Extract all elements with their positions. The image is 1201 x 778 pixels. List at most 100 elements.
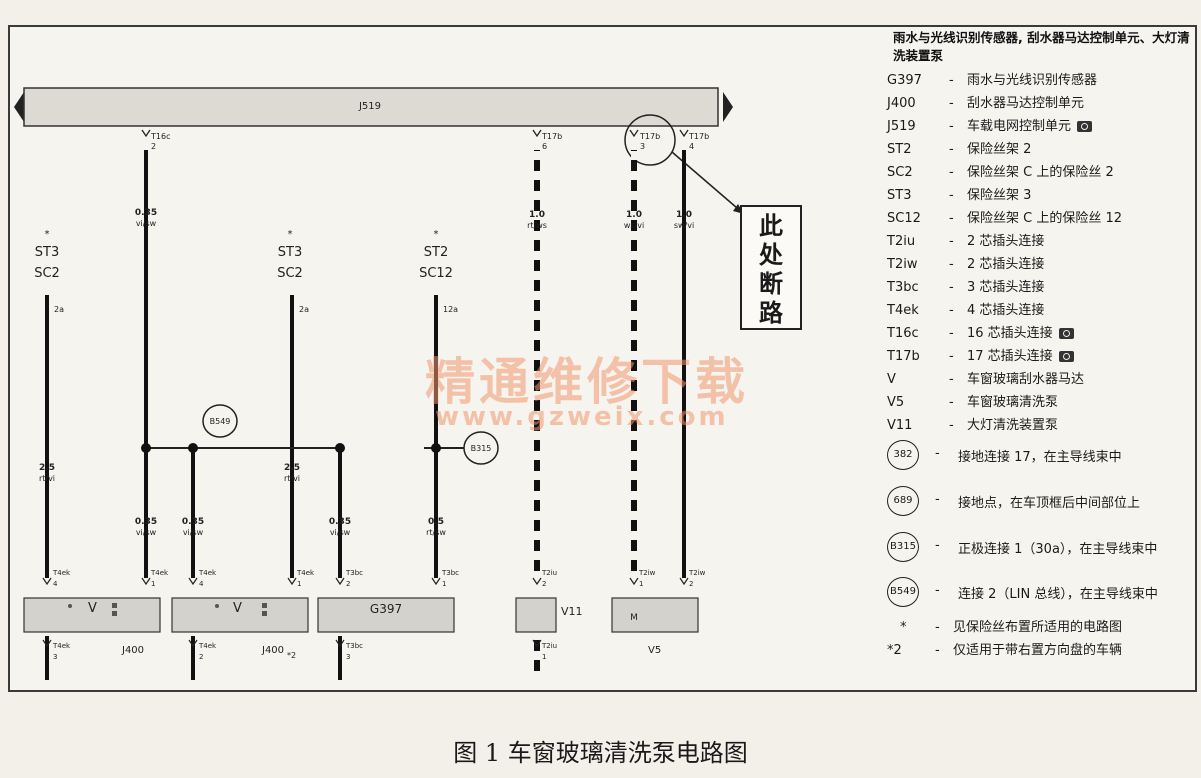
legend-item: J400-刮水器马达控制单元 <box>887 96 1085 111</box>
legend-text: 4 芯插头连接 <box>967 303 1045 318</box>
pin-number: 3 <box>346 653 350 661</box>
top-pin: T17b 4 <box>679 129 709 151</box>
top-pin-number: 6 <box>542 142 547 151</box>
legend-node-text: 接地点，在车顶框后中间部位上 <box>958 496 1141 511</box>
motor-label: V <box>233 601 242 616</box>
wire-size: 2.5 <box>39 463 55 473</box>
pin-conn: T4ek <box>150 569 169 577</box>
legend-text: 2 芯插头连接 <box>967 257 1045 272</box>
legend-item: G397-雨水与光线识别传感器 <box>887 73 1098 88</box>
fuse-holder: ST3 <box>278 245 302 260</box>
legend-code: T3bc <box>887 280 919 295</box>
legend-text: 保险丝架 2 <box>967 142 1032 157</box>
legend-code: V11 <box>887 418 913 433</box>
legend-item: V11-大灯清洗装置泵 <box>887 418 1059 433</box>
top-pin: T17b 3 <box>629 129 660 151</box>
node-markers: B549 B315 <box>202 404 499 465</box>
fuse-holder: ST2 <box>424 245 448 260</box>
top-pin-number: 4 <box>689 142 694 151</box>
legend-text: 车窗玻璃清洗泵 <box>967 395 1059 410</box>
top-pin: T16c 2 <box>141 129 170 151</box>
wire-size: 1.0 <box>626 210 642 220</box>
legend-text: 2 芯插头连接 <box>967 234 1045 249</box>
legend-note-code: * <box>900 620 907 635</box>
legend-item: T3bc-3 芯插头连接 <box>887 280 1045 295</box>
wire-color: vi/sw <box>136 219 157 228</box>
pin-number: 4 <box>53 580 58 588</box>
pin-arrow-group: T2iu 2 <box>532 569 557 588</box>
figure-caption: 图 1 车窗玻璃清洗泵电路图 <box>453 739 748 767</box>
node-label: B549 <box>210 417 231 426</box>
pin-conn: T3bc <box>345 569 363 577</box>
pin-arrow-group: T4ek 4 <box>42 569 71 588</box>
j519-bus: J519 <box>14 87 733 127</box>
top-pin: T17b 6 <box>532 129 562 151</box>
wire-size: 0.35 <box>135 208 157 218</box>
legend-item: T4ek-4 芯插头连接 <box>887 303 1045 318</box>
camera-icon <box>1058 351 1074 362</box>
open-circuit-callout: 此 处 断 路 <box>740 205 802 330</box>
components: V V G397 V11 M <box>23 597 699 633</box>
legend-item: T16c-16 芯插头连接 <box>887 322 1074 341</box>
wiper-control-unit-b: V <box>171 597 309 633</box>
legend-item: T2iu-2 芯插头连接 <box>887 234 1045 249</box>
legend-node-text: 连接 2（LIN 总线），在主导线束中 <box>958 587 1158 602</box>
top-connectors: T16c 2 T17b 6 T17b 3 T17b 4 <box>141 114 745 215</box>
legend-item: T2iw-2 芯插头连接 <box>887 257 1045 272</box>
camera-icon <box>1058 328 1074 339</box>
wire-size: 2.5 <box>284 463 300 473</box>
legend-text: 大灯清洗装置泵 <box>967 418 1059 433</box>
sensor-label: G397 <box>370 602 402 616</box>
pin-conn: T3bc <box>345 642 363 650</box>
pin-conn: T2iu <box>541 642 557 650</box>
legend-node-text: 正极连接 1（30a），在主导线束中 <box>958 542 1158 557</box>
legend-node-382: 382 <box>887 440 919 470</box>
legend-node-text: 接地连接 17，在主导线束中 <box>958 450 1122 465</box>
watermark-title: 精通维修下载 <box>425 352 749 411</box>
fuse-code: SC2 <box>34 266 60 281</box>
fuse-code: SC12 <box>419 266 453 281</box>
fuse-star: * <box>288 229 293 240</box>
legend-note: *-见保险丝布置所适用的电路图 <box>900 620 1123 635</box>
legend-item: V-车窗玻璃刮水器马达 <box>887 372 1085 387</box>
legend-note-text: 仅适用于带右置方向盘的车辆 <box>953 643 1123 658</box>
pin-conn: T2iu <box>541 569 557 577</box>
legend-note: *2-仅适用于带右置方向盘的车辆 <box>887 643 1123 658</box>
wire-color: rt/sw <box>426 528 446 537</box>
wiper-control-unit-a: V <box>23 597 161 633</box>
wire-color: vi/sw <box>183 528 204 537</box>
wire-color: rt/ws <box>527 221 547 230</box>
wire-size: 0.35 <box>182 517 204 527</box>
pin-arrow-group: T4ek 1 <box>287 569 315 588</box>
pin-conn: T4ek <box>52 642 71 650</box>
pin-number: 4 <box>199 580 204 588</box>
junction-dot <box>431 443 441 453</box>
legend-item: T17b-17 芯插头连接 <box>887 345 1074 364</box>
legend-code: J519 <box>887 119 916 134</box>
legend-text: 保险丝架 3 <box>967 188 1032 203</box>
wire-size: 1.0 <box>676 210 692 220</box>
pin-number: 1 <box>297 580 301 588</box>
fuses: * ST3 SC2 2a * ST3 SC2 2a * ST2 SC12 12a <box>34 229 458 314</box>
fuse-star: * <box>45 229 50 240</box>
legend-code: G397 <box>887 73 922 88</box>
legend-text: 17 芯插头连接 <box>967 349 1053 364</box>
fuse-pin: 12a <box>443 305 458 314</box>
legend-item: SC12-保险丝架 C 上的保险丝 12 <box>887 211 1123 226</box>
wires <box>45 150 686 578</box>
fuse-holder: ST3 <box>35 245 59 260</box>
legend-note-code: *2 <box>887 643 902 658</box>
legend-code: T2iw <box>887 257 918 272</box>
camera-icon <box>1077 121 1093 132</box>
pin-arrow-group: T4ek 1 <box>141 569 169 588</box>
windshield-washer-pump: M <box>611 597 699 633</box>
pin-arrow-group: T4ek 4 <box>188 569 217 588</box>
callout-char: 路 <box>759 298 783 327</box>
fuse-pin: 2a <box>299 305 309 314</box>
bus-arrow-right <box>723 92 733 122</box>
pin-number: 2 <box>689 580 693 588</box>
legend-item: V5-车窗玻璃清洗泵 <box>887 395 1059 410</box>
pump-label: V11 <box>561 605 583 618</box>
schematic-frame <box>8 25 1197 692</box>
legend-code: T4ek <box>887 303 919 318</box>
